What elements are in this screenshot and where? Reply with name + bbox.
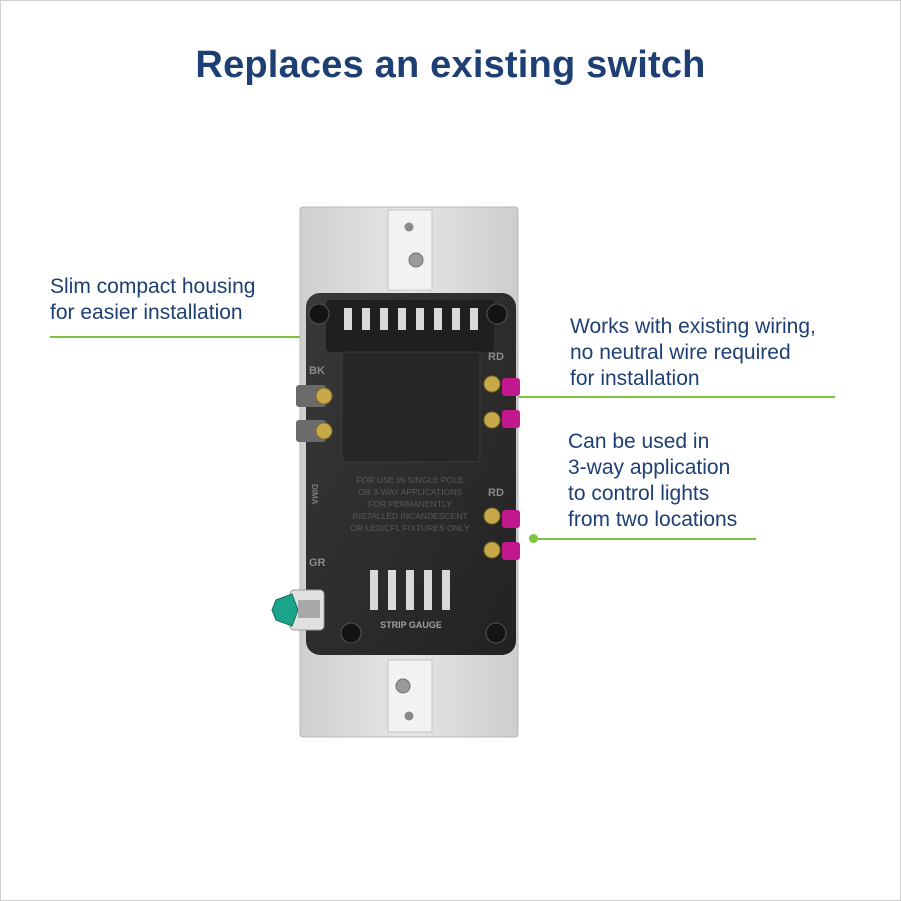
callout-housing-line-1: Slim compact housing [50, 275, 256, 298]
body-text-3: FOR PERMANENTLY [368, 499, 452, 509]
top-mounting-hole [404, 222, 414, 232]
callout-threeway-line-4: from two locations [568, 508, 738, 531]
inner-panel [341, 351, 481, 463]
rd-bottom-terminal-screws [483, 507, 520, 560]
bk-label: BK [309, 365, 325, 377]
brand-vertical-label: DIMA [310, 484, 319, 505]
rd-top-label: RD [488, 351, 504, 363]
callout-wiring: Works with existing wiring, no neutral w… [570, 314, 816, 392]
top-mounting-ear [387, 209, 433, 291]
callout-wiring-line-1: Works with existing wiring, [570, 315, 816, 338]
callout-threeway-line-3: to control lights [568, 482, 710, 505]
rd-top-terminal-screws [483, 375, 520, 429]
callout-wiring-line-3: for installation [570, 367, 700, 390]
housing-embossed-text: FOR USE IN SINGLE POLE OR 3-WAY APPLICAT… [350, 475, 469, 533]
callout-wiring-leader [430, 396, 835, 398]
callout-threeway-line-1: Can be used in [568, 430, 710, 453]
body-text-1: FOR USE IN SINGLE POLE [356, 475, 464, 485]
bk-terminal-screws [296, 385, 333, 442]
callout-housing: Slim compact housing for easier installa… [50, 274, 255, 326]
ground-screw [271, 589, 325, 631]
callout-threeway-leader [534, 538, 756, 540]
strip-gauge-slots [370, 570, 450, 610]
callout-housing-line-2: for easier installation [50, 301, 243, 324]
page-title: Replaces an existing switch [195, 44, 706, 86]
bottom-mounting-screw [395, 678, 411, 694]
bottom-mounting-ear [387, 659, 433, 733]
rd-bottom-label: RD [488, 487, 504, 499]
strip-gauge-label: STRIP GAUGE [380, 620, 442, 630]
callout-housing-leader [50, 336, 318, 338]
top-vent-slots [344, 308, 478, 330]
gr-label: GR [309, 557, 326, 569]
callout-threeway-line-2: 3-way application [568, 456, 731, 479]
body-text-2: OR 3-WAY APPLICATIONS [358, 487, 462, 497]
callout-threeway-dot [529, 534, 538, 543]
callout-threeway: Can be used in 3-way application to cont… [568, 429, 737, 533]
callout-wiring-line-2: no neutral wire required [570, 341, 791, 364]
body-text-4: INSTALLED INCANDESCENT [352, 511, 467, 521]
top-mounting-screw [408, 252, 424, 268]
corner-screws [308, 303, 508, 644]
body-text-5: OR LED/CFL FIXTURES ONLY [350, 523, 469, 533]
bottom-mounting-hole [404, 711, 414, 721]
